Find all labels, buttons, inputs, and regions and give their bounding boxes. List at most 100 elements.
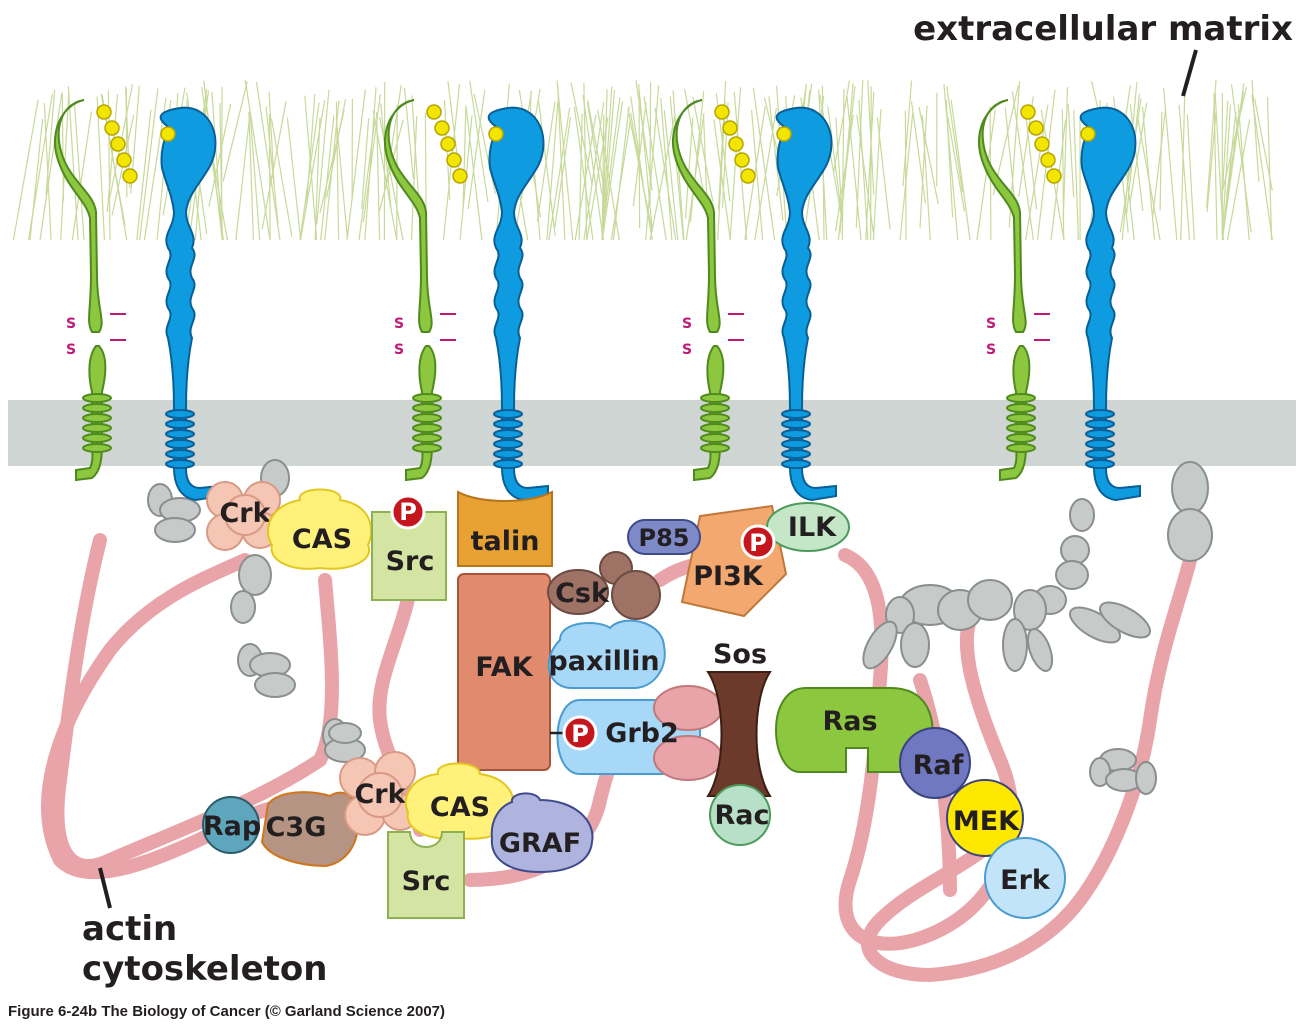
ecm-fiber — [918, 106, 939, 205]
src-top-protein: Src P — [371, 494, 447, 601]
ecm-fiber — [582, 95, 604, 241]
disulfide-label: S — [986, 316, 996, 332]
ecm-fiber — [950, 99, 971, 241]
ecm-fiber — [947, 117, 966, 212]
ecm-fiber — [638, 89, 641, 229]
ecm-fiber — [71, 111, 93, 241]
ecm-fiber — [841, 88, 845, 241]
extracellular-matrix-label: extracellular matrix — [913, 9, 1293, 49]
ecm-fiber — [856, 114, 874, 233]
ecm-fiber — [1178, 104, 1191, 241]
ecm-fiber — [249, 110, 261, 241]
csk-protein: Csk — [547, 551, 661, 620]
ecm-fiber — [1221, 100, 1229, 195]
ecm-fiber — [630, 112, 653, 241]
ecm-fiber — [721, 102, 729, 208]
ecm-fiber — [612, 106, 630, 241]
talin-protein: talin — [457, 490, 553, 567]
ecm-fiber — [630, 96, 645, 188]
ecm-fiber — [73, 102, 85, 241]
actin-label-line2: cytoskeleton — [82, 949, 327, 989]
ecm-fiber — [910, 101, 927, 204]
ecm-fiber — [335, 101, 340, 241]
ecm-fiber — [364, 87, 377, 241]
src-bottom-label: Src — [402, 866, 451, 897]
integrin-dimer-3: S S — [671, 99, 837, 501]
ecm-fiber — [462, 105, 467, 207]
disulfide-label: S — [66, 316, 76, 332]
ecm-fiber — [538, 101, 556, 236]
ecm-fiber — [557, 84, 566, 241]
ecm-fiber — [362, 94, 381, 223]
c3g-protein: C3G — [260, 791, 359, 868]
ecm-fiber — [601, 101, 624, 241]
ecm-fiber — [43, 103, 52, 241]
sos-protein: Sos — [706, 639, 772, 797]
ecm-fiber — [713, 119, 731, 241]
disulfide-label: S — [682, 316, 692, 332]
raf-label: Raf — [913, 750, 964, 781]
ecm-fiber — [635, 80, 653, 191]
ecm-fiber — [684, 117, 694, 219]
ecm-fiber — [602, 89, 608, 207]
ecm-fiber — [586, 116, 609, 241]
ecm-fiber — [1129, 104, 1144, 212]
ecm-fiber — [654, 108, 677, 241]
ecm-fiber — [268, 114, 271, 241]
ecm-fiber — [921, 114, 931, 241]
integrin-dimer-2: S S — [383, 99, 549, 501]
actin-label-line1: actin — [82, 909, 177, 949]
ecm-fiber — [1062, 87, 1069, 219]
ecm-fiber — [39, 92, 63, 241]
ecm-fiber — [865, 91, 875, 241]
ecm-fiber — [556, 80, 574, 241]
ecm-fiber — [835, 114, 854, 232]
ecm-fiber — [855, 80, 864, 228]
ecm-fiber — [638, 84, 653, 231]
ecm-fiber — [601, 97, 621, 234]
p85-label: P85 — [639, 524, 690, 552]
fak-protein: FAK — [457, 573, 551, 771]
ecm-fiber — [61, 93, 64, 202]
plasma-membrane — [8, 400, 1296, 466]
c3g-label: C3G — [266, 812, 327, 843]
ecm-fiber — [235, 119, 250, 241]
crk-bottom-label: Crk — [354, 779, 406, 810]
phospho-label: P — [749, 529, 767, 557]
paxillin-protein: paxillin — [547, 619, 666, 689]
graf-protein: GRAF — [490, 792, 594, 874]
disulfide-label: S — [986, 342, 996, 358]
mek-protein: MEK — [946, 779, 1024, 857]
ecm-fiber — [1159, 111, 1163, 211]
cas-bottom-label: CAS — [430, 792, 490, 823]
ecm-fiber — [1180, 96, 1186, 241]
ecm-fiber — [1024, 107, 1038, 210]
ecm-fiber — [899, 113, 914, 241]
ecm-fiber — [768, 96, 784, 221]
ras-label: Ras — [822, 706, 877, 737]
integrin-dimer-4: S S — [977, 99, 1141, 501]
ecm-fiber — [219, 103, 223, 241]
paxillin-label: paxillin — [548, 646, 659, 677]
cas-top-protein: CAS — [267, 488, 372, 570]
disulfide-label: S — [682, 342, 692, 358]
ecm-fiber — [645, 85, 660, 241]
pi3k-label: PI3K — [693, 561, 764, 592]
mek-label: MEK — [953, 806, 1020, 837]
rap-label: Rap — [203, 811, 261, 842]
ecm-fiber — [1221, 104, 1232, 235]
ecm-fiber — [469, 80, 489, 202]
pi3k-phospho: P — [740, 524, 776, 560]
ecm-fiber — [649, 116, 676, 241]
ilk-protein: ILK — [766, 502, 850, 552]
ecm-fiber — [904, 110, 907, 241]
talin-label: talin — [471, 526, 540, 557]
p85-protein: P85 — [627, 519, 701, 555]
ecm-fiber — [222, 81, 248, 182]
grb2-protein: Grb2 P — [550, 685, 723, 781]
ecm-fiber — [872, 108, 882, 241]
disulfide-label: S — [394, 342, 404, 358]
ecm-fiber — [643, 96, 667, 241]
fak-label: FAK — [475, 652, 533, 683]
